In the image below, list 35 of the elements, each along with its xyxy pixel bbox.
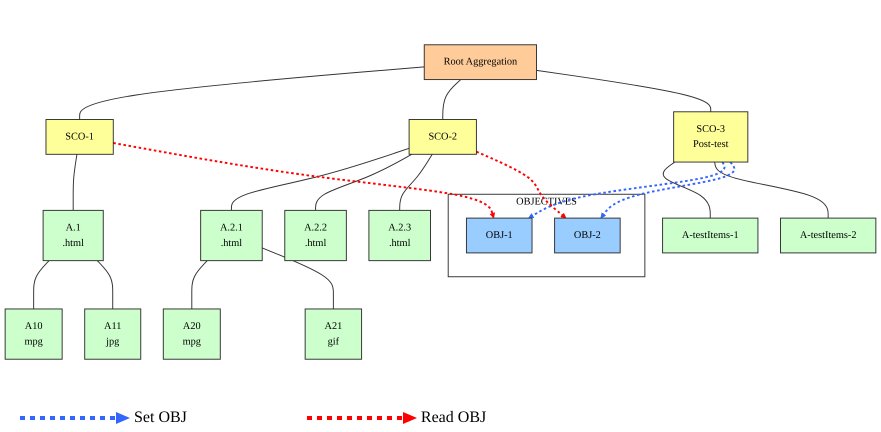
node-box: A-testItems-2: [780, 218, 876, 254]
connector: [399, 154, 433, 211]
legend-label: Set OBJ: [134, 409, 187, 427]
node-box: SCO-2: [408, 119, 477, 155]
connector: [442, 79, 462, 120]
connector: [79, 66, 425, 120]
connector: [230, 148, 410, 211]
node-box: A.2.2 .html: [284, 210, 347, 262]
node-box: OBJ-1: [466, 218, 533, 254]
node-box: A11 jpg: [84, 308, 142, 360]
legend-label: Read OBJ: [420, 409, 486, 427]
connector: [191, 260, 208, 310]
node-box: A.2.3 .html: [368, 210, 431, 262]
node-box: A20 mpg: [162, 308, 221, 360]
connector: [315, 154, 412, 211]
node-box: A21 gif: [304, 308, 362, 360]
node-box: OBJ-2: [554, 218, 621, 254]
connector: [33, 260, 50, 310]
node-box: A-testItems-1: [662, 218, 758, 254]
node-box: Root Aggregation: [424, 44, 537, 80]
node-box: A10 mpg: [4, 308, 63, 360]
arrow: [600, 161, 736, 218]
arrow: [528, 162, 726, 218]
node-box: SCO-3 Post-test: [673, 111, 748, 163]
node-box: A.1 .html: [42, 210, 104, 262]
node-box: SCO-1: [46, 119, 114, 155]
arrow: [476, 150, 566, 218]
connector: [72, 154, 78, 211]
connector: [536, 70, 712, 112]
connector: [714, 162, 829, 219]
node-box: A.2.1 .html: [200, 210, 263, 262]
connector: [262, 247, 334, 310]
connector: [662, 162, 711, 219]
arrow: [113, 142, 495, 218]
connector: [96, 260, 114, 310]
